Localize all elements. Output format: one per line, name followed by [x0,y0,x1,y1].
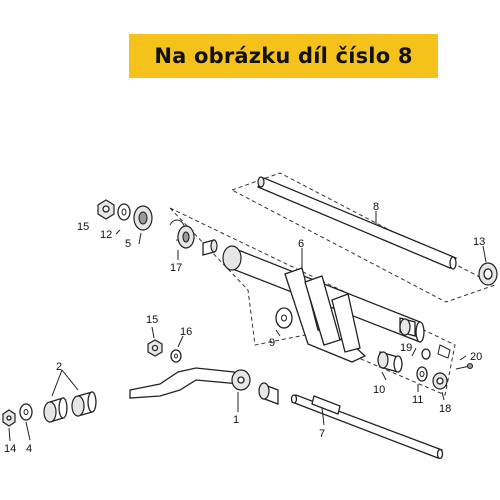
part-8-shaft [257,176,457,270]
part-4-washer [19,403,33,421]
label-16: 16 [180,326,192,338]
part-14-nut [2,409,16,427]
label-5: 5 [125,238,131,250]
label-17: 17 [170,262,182,274]
bushing-small [202,239,218,256]
leader-lines [8,211,487,442]
label-1: 1 [233,414,239,426]
label-15-left: 15 [146,314,158,326]
part-15-nut-top [97,199,115,220]
part-16-washer [170,349,182,363]
part-banner: Na obrázku díl číslo 8 [129,34,438,78]
label-12: 12 [100,229,112,241]
banner-text: Na obrázku díl číslo 8 [154,44,413,68]
label-20: 20 [470,351,482,363]
clip-part [437,344,451,359]
label-18: 18 [439,403,451,415]
part-11-washer [416,366,428,382]
label-6: 6 [298,238,304,250]
label-13: 13 [473,236,485,248]
part-19-washer [421,348,431,360]
label-14: 14 [4,443,16,455]
part-18-nut [432,372,448,390]
label-8: 8 [373,201,379,213]
label-2: 2 [56,361,62,373]
label-7: 7 [319,428,325,440]
bushing-right [399,317,416,337]
part-13-nut [478,262,498,286]
part-6-bracket [284,267,367,363]
part-5-bearing [133,205,153,231]
label-9: 9 [269,337,275,349]
part-9-washer [275,307,293,329]
part-7-shaft [290,394,444,460]
part-17-bearing [177,225,195,249]
part-2-bushings [43,391,97,423]
label-11: 11 [412,394,423,406]
part-1-arm [129,367,251,399]
part-10-sleeve [377,351,403,373]
label-10: 10 [373,384,385,396]
part-20-bolt [455,362,474,370]
bushing-arm [258,382,279,405]
label-4: 4 [26,443,32,455]
part-12-washer [117,203,131,221]
label-19: 19 [400,342,412,354]
label-15-top: 15 [77,221,89,233]
part-15-nut-left [147,339,163,357]
